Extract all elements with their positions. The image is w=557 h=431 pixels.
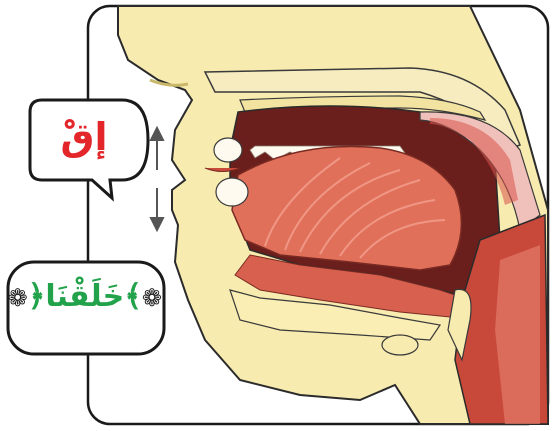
word-label: ❁﴾خَلَقْنَا﴿❁ (10, 282, 162, 312)
hyoid (382, 335, 418, 355)
lower-lip (216, 178, 248, 206)
letter-label: إقْ (38, 118, 130, 156)
letter-text: إقْ (61, 115, 108, 159)
word-text: خَلَقْنَا (45, 279, 124, 314)
star-ornament-icon: ❁ (8, 284, 28, 312)
bracket-left: ﴿ (28, 279, 46, 314)
upper-lip (214, 138, 242, 162)
bracket-right: ﴾ (124, 279, 142, 314)
star-ornament-icon: ❁ (142, 284, 162, 312)
